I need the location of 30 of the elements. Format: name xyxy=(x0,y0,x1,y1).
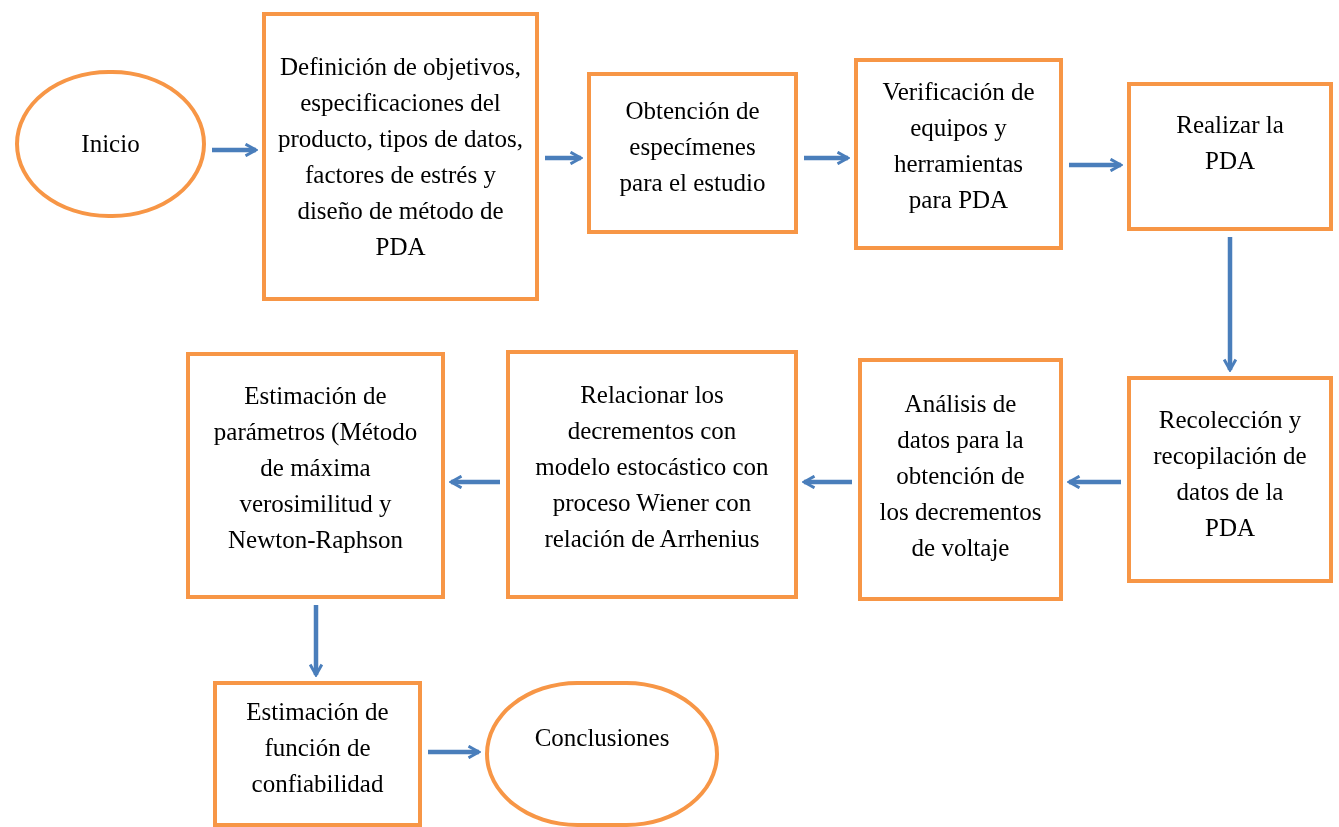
step-text: Conclusiones xyxy=(533,723,671,753)
process-box xyxy=(506,350,798,599)
step-text: Realizar la PDA xyxy=(1175,109,1285,176)
arrow xyxy=(802,474,852,490)
process-box xyxy=(858,358,1063,601)
arrow xyxy=(545,150,583,166)
arrow xyxy=(212,142,258,158)
process-box xyxy=(213,681,422,827)
process-box xyxy=(262,12,539,301)
process-box xyxy=(186,352,445,599)
step-text: Obtención de especímenes para el estudio xyxy=(618,96,767,198)
process-box xyxy=(1127,376,1333,583)
process-box xyxy=(1127,82,1333,231)
arrow xyxy=(308,605,324,677)
arrow xyxy=(1069,157,1123,173)
step-text: Recolección y recopilación de datos de la PDA xyxy=(1152,404,1308,543)
step-text: Relacionar los decrementos con modelo estocástico con proceso Wiener con relación de Arrhenius xyxy=(534,379,770,554)
arrow xyxy=(1067,474,1121,490)
process-box xyxy=(587,72,798,234)
step-text: Definición de objetivos, especificaciones del producto, tipos de datos, factores de estrés y diseño de método de PDA xyxy=(276,51,525,262)
arrow xyxy=(804,150,850,166)
step-text: Inicio xyxy=(80,129,141,159)
step-text: Estimación de función de confiabilidad xyxy=(245,697,390,799)
step-text: Estimación de parámetros (Método de máxima verosimilitud y Newton-Raphson xyxy=(212,380,419,555)
arrow xyxy=(449,474,500,490)
process-box xyxy=(854,58,1063,250)
arrow xyxy=(1222,237,1238,372)
step-text: Verificación de equipos y herramientas para PDA xyxy=(881,77,1036,215)
arrow xyxy=(428,744,481,760)
step-text: Análisis de datos para la obtención de los decrementos de voltaje xyxy=(879,388,1042,563)
